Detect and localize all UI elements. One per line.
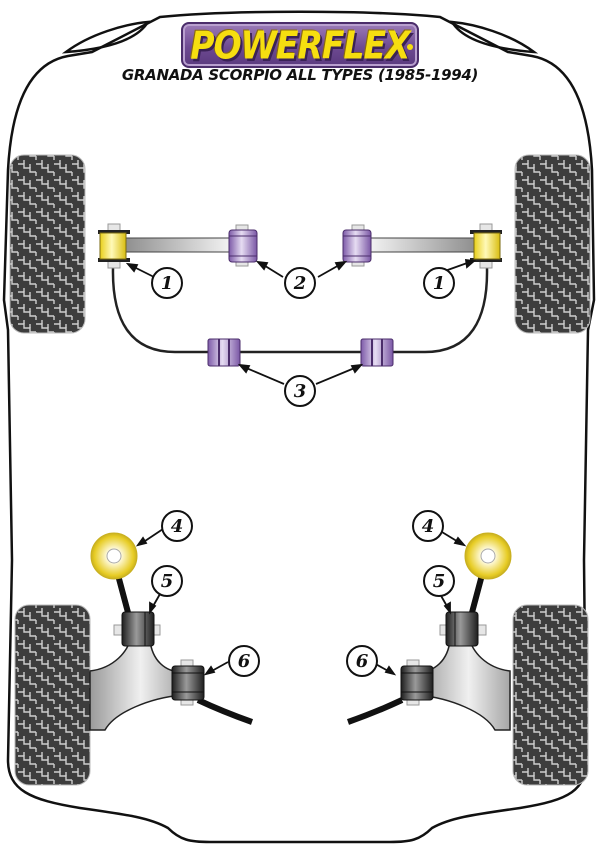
bush-3-right (360, 338, 394, 367)
bush-6-rear-right (400, 659, 434, 706)
bush-5-rear-left (113, 611, 161, 647)
vehicle-title: GRANADA SCORPIO ALL TYPES (1985-1994) (121, 66, 479, 84)
rear-right-trailing-link (347, 697, 404, 725)
callout-1-left: 1 (151, 267, 183, 299)
front-right-tyre (514, 154, 591, 334)
bush-2-front-right (342, 224, 372, 267)
logo-text: POWERFLEX (190, 22, 410, 68)
callout-6-right: 6 (346, 645, 378, 677)
bush-1-front-right (470, 223, 502, 269)
front-left-tyre (9, 154, 86, 334)
front-left-arm (121, 237, 233, 253)
callout-4-right: 4 (412, 510, 444, 542)
bush-2-front-left (228, 224, 258, 267)
registered-mark-icon (407, 44, 413, 50)
callout-5-left: 5 (151, 565, 183, 597)
rear-left-trailing-link (196, 697, 253, 725)
bush-5-rear-right (439, 611, 487, 647)
callout-6-left: 6 (228, 645, 260, 677)
bush-6-rear-left (171, 659, 205, 706)
left-mirror (61, 20, 151, 54)
rear-left-tyre (14, 604, 91, 786)
callout-3: 3 (284, 375, 316, 407)
callout-2: 2 (284, 267, 316, 299)
callout-5-right: 5 (423, 565, 455, 597)
callout-4-left: 4 (161, 510, 193, 542)
callout-1-right: 1 (423, 267, 455, 299)
callout-arrows (125, 258, 477, 676)
rear-right-tyre (512, 604, 589, 786)
bush-4-rear-right (464, 532, 512, 580)
bush-3-left (207, 338, 241, 367)
bush-1-front-left (98, 223, 130, 269)
car-body-outline (2, 10, 596, 844)
front-right-arm (367, 237, 479, 253)
powerflex-logo: POWERFLEX (181, 22, 419, 68)
rear-left-wishbone (89, 639, 183, 731)
right-mirror (449, 20, 539, 54)
bush-4-rear-left (90, 532, 138, 580)
anti-roll-bar (111, 267, 489, 354)
